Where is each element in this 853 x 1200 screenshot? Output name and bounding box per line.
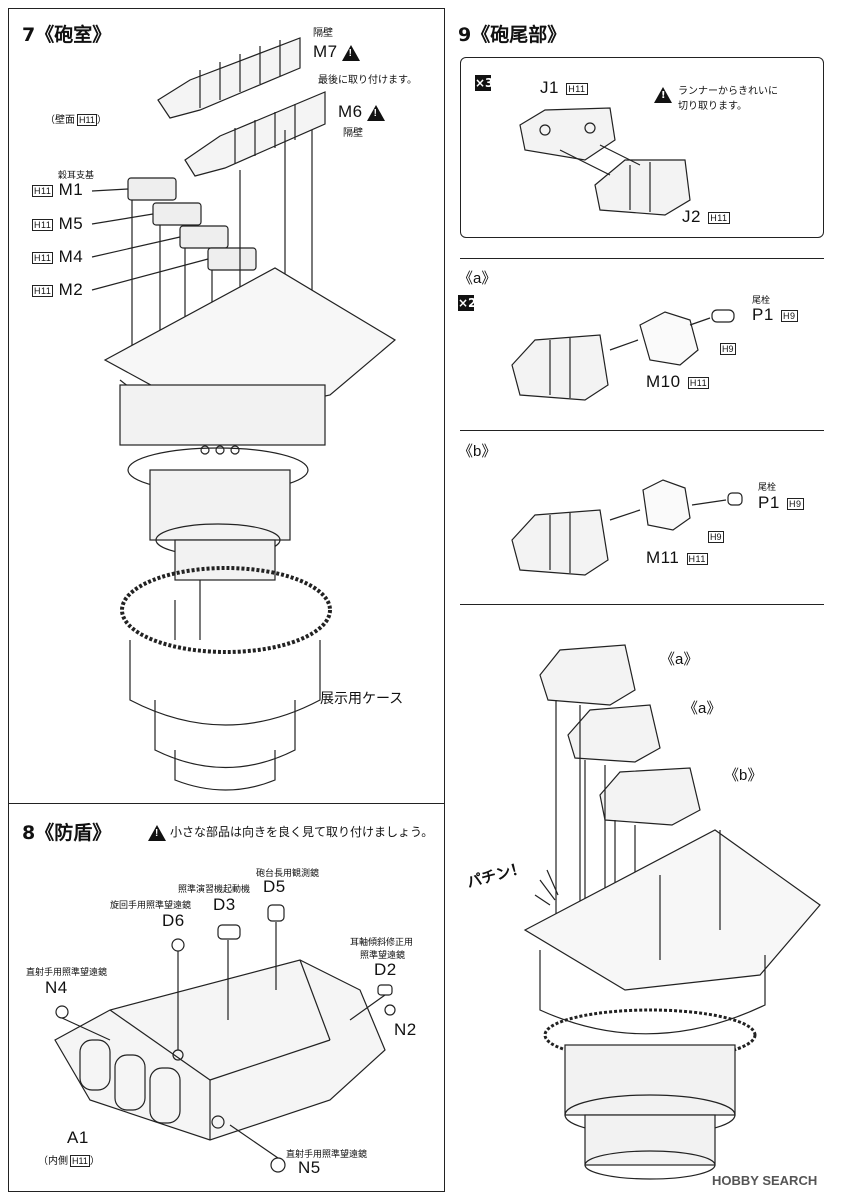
m11-label: M11 H11 xyxy=(646,548,708,567)
d2-note-2: 照準望遠鏡 xyxy=(360,950,406,960)
section8-title: 8《防盾》 xyxy=(22,822,112,844)
assembly-tag-a2: 《a》 xyxy=(683,700,722,717)
n4-note: 直射手用照準望遠鏡 xyxy=(26,967,108,977)
warning-icon xyxy=(654,87,672,103)
variant-a-tag: 《a》 xyxy=(458,270,497,287)
variant-b-tag: 《b》 xyxy=(458,443,497,460)
section7-frame xyxy=(8,8,445,804)
watermark: HOBBY SEARCH xyxy=(712,1173,818,1188)
divider xyxy=(460,430,824,431)
p1-label: P1 H9 xyxy=(752,305,798,324)
n5-note: 直射手用照準望遠鏡 xyxy=(286,1149,368,1159)
snap-sfx: パチン！ xyxy=(465,859,528,892)
display-case-label: 展示用ケース xyxy=(320,690,404,706)
divider xyxy=(460,258,824,259)
warning-icon xyxy=(341,44,360,61)
p1-label: P1 H9 xyxy=(758,493,804,512)
multiplier-badge: ×2 xyxy=(458,295,477,311)
section9-title: 9《砲尾部》 xyxy=(458,24,567,46)
a1-label: A1 xyxy=(67,1128,89,1147)
section8-caution: 小さな部品は向きを良く見て取り付けましょう。 xyxy=(148,823,433,841)
p1-note: 尾栓 xyxy=(758,482,777,492)
m7-label: M7 xyxy=(313,42,360,62)
warning-icon xyxy=(366,104,385,121)
m5-label: H11 M5 xyxy=(32,214,84,233)
runner-note-2: 切り取ります。 xyxy=(678,101,747,112)
multiplier-badge: ×3 xyxy=(475,75,494,91)
assembly-tag-a1: 《a》 xyxy=(660,651,699,668)
n5-label: N5 xyxy=(298,1158,321,1177)
assembled-turret xyxy=(523,829,821,1180)
h9-label: H9 xyxy=(708,531,724,544)
assembly-breech-2 xyxy=(567,704,661,763)
d3-note: 照準演習機起動機 xyxy=(178,884,251,894)
d2-label: D2 xyxy=(374,960,397,979)
d6-note: 旋回手用照準望遠鏡 xyxy=(110,900,192,910)
m7-note: 隔壁 xyxy=(313,28,333,39)
m4-label: H11 M4 xyxy=(32,247,84,266)
m10-label: M10 H11 xyxy=(646,372,710,391)
m6-note: 隔壁 xyxy=(343,128,363,139)
n4-label: N4 xyxy=(45,978,68,997)
m1-label: H11 M1 xyxy=(32,180,84,199)
d5-label: D5 xyxy=(263,877,286,896)
runner-note-1: ランナーからきれいに xyxy=(678,86,778,97)
m6-label: M6 xyxy=(338,102,385,122)
d6-label: D6 xyxy=(162,911,185,930)
h9-label: H9 xyxy=(720,343,736,356)
m2-label: H11 M2 xyxy=(32,280,84,299)
assembly-breech-1 xyxy=(539,644,636,706)
section7-title: 7《砲室》 xyxy=(22,24,112,46)
d5-note: 砲台長用観測鏡 xyxy=(256,868,320,878)
assembly-breech-3 xyxy=(599,767,701,826)
m7-instruction: 最後に取り付けます。 xyxy=(318,75,417,86)
j2-label: J2 H11 xyxy=(682,207,730,226)
section8-frame xyxy=(8,803,445,1192)
snap-burst xyxy=(534,869,559,906)
p1-note: 尾栓 xyxy=(752,295,771,305)
j1-label: J1 H11 xyxy=(540,78,588,97)
section9-box xyxy=(460,57,824,238)
m1-note: 穀耳支基 xyxy=(58,170,95,180)
n2-label: N2 xyxy=(394,1020,417,1039)
d3-label: D3 xyxy=(213,895,236,914)
divider xyxy=(460,604,824,605)
warning-icon xyxy=(148,824,166,841)
d2-note-1: 耳軸傾斜修正用 xyxy=(350,937,414,947)
assembly-tag-b: 《b》 xyxy=(724,767,763,784)
